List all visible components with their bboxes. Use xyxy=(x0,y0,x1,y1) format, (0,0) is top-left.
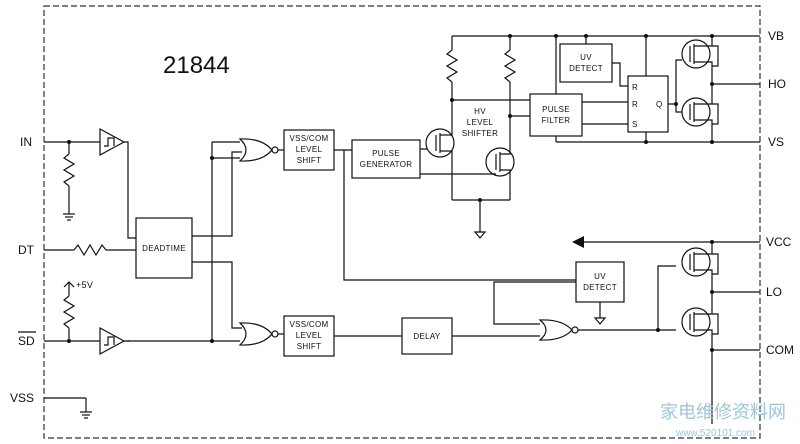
pin-lo: LO xyxy=(766,285,782,299)
delay-block: DELAY xyxy=(401,317,453,355)
hv-level-shifter: HV LEVEL SHIFTER xyxy=(425,36,530,239)
chip-outline xyxy=(43,5,761,439)
svg-text:DT: DT xyxy=(18,243,35,257)
uv-detect-high: UV DETECT xyxy=(559,43,613,83)
svg-text:VSS: VSS xyxy=(10,391,34,405)
nor-gate-high xyxy=(238,138,284,162)
svg-text:PULSE: PULSE xyxy=(542,105,570,114)
svg-text:HV: HV xyxy=(474,107,486,116)
pin-vs: VS xyxy=(768,135,784,149)
pulse-generator-block: PULSE GENERATOR xyxy=(351,139,421,179)
svg-text:DETECT: DETECT xyxy=(583,283,617,292)
svg-text:DEADTIME: DEADTIME xyxy=(142,244,186,253)
svg-text:PULSE: PULSE xyxy=(372,149,400,158)
vcc-rail xyxy=(572,236,760,248)
sd-schmitt-buffer xyxy=(99,326,129,356)
deadtime-block: DEADTIME xyxy=(135,217,193,279)
svg-text:VSS/COM: VSS/COM xyxy=(290,320,329,329)
pin-in: IN xyxy=(20,135,100,221)
pin-vss: VSS xyxy=(10,391,92,419)
rs-latch: R R S Q xyxy=(627,75,669,133)
chip-title: 21844 xyxy=(163,52,230,79)
svg-text:R: R xyxy=(632,100,638,109)
pin-vcc: VCC xyxy=(766,235,792,249)
svg-text:LEVEL: LEVEL xyxy=(296,145,323,154)
uv-detect-low: UV DETECT xyxy=(493,261,625,325)
low-side-driver xyxy=(681,242,760,424)
level-shift-low: VSS/COM LEVEL SHIFT xyxy=(283,315,335,357)
site-watermark: 家电维修资料网 www.520101.com xyxy=(660,402,786,439)
in-schmitt-buffer xyxy=(99,127,136,239)
nor-gate-output xyxy=(538,265,676,341)
svg-text:DELAY: DELAY xyxy=(413,332,441,341)
svg-text:www.520101.com: www.520101.com xyxy=(675,428,755,439)
pin-sd: SD +5V xyxy=(18,280,100,348)
svg-text:FILTER: FILTER xyxy=(542,116,571,125)
supply-label: +5V xyxy=(76,280,93,290)
pin-ho: HO xyxy=(768,77,786,91)
pin-vb: VB xyxy=(768,29,784,43)
svg-text:SD: SD xyxy=(18,334,35,348)
svg-text:DETECT: DETECT xyxy=(569,64,603,73)
svg-text:UV: UV xyxy=(594,272,606,281)
nor-gate-low xyxy=(238,322,284,346)
svg-text:SHIFT: SHIFT xyxy=(297,342,322,351)
svg-text:UV: UV xyxy=(580,53,592,62)
svg-text:IN: IN xyxy=(20,135,32,149)
svg-text:R: R xyxy=(632,83,638,92)
pin-com: COM xyxy=(766,343,794,357)
svg-text:SHIFTER: SHIFTER xyxy=(462,129,498,138)
level-shift-high: VSS/COM LEVEL SHIFT xyxy=(283,129,335,171)
high-side-driver xyxy=(668,36,760,142)
svg-text:LEVEL: LEVEL xyxy=(467,118,494,127)
svg-text:GENERATOR: GENERATOR xyxy=(360,160,413,169)
svg-text:家电维修资料网: 家电维修资料网 xyxy=(660,402,786,423)
pulse-filter-block: PULSE FILTER xyxy=(529,93,583,137)
pin-dt: DT xyxy=(18,243,136,257)
svg-text:VSS/COM: VSS/COM xyxy=(290,134,329,143)
svg-text:SHIFT: SHIFT xyxy=(297,156,322,165)
svg-text:S: S xyxy=(632,120,638,129)
svg-text:LEVEL: LEVEL xyxy=(296,331,323,340)
svg-text:Q: Q xyxy=(656,100,663,109)
